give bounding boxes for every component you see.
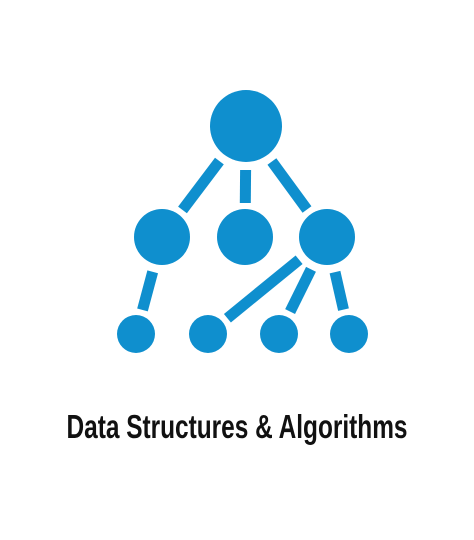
leaf-node-4 xyxy=(330,315,368,353)
child-node-right xyxy=(299,209,355,265)
caption-title: Data Structures & Algorithms xyxy=(66,408,408,445)
edge-root-right xyxy=(267,158,312,213)
edge-left-leaf1 xyxy=(137,270,159,312)
child-node-center xyxy=(217,209,273,265)
leaf-node-3 xyxy=(260,315,298,353)
leaf-node-1 xyxy=(117,315,155,353)
leaf-node-2 xyxy=(189,315,227,353)
edge-right-leaf2 xyxy=(223,255,303,323)
child-node-left xyxy=(134,209,190,265)
edge-right-leaf3 xyxy=(285,266,316,315)
edge-right-leaf4 xyxy=(329,270,349,311)
edge-root-left xyxy=(178,157,224,214)
root-node xyxy=(210,90,282,162)
